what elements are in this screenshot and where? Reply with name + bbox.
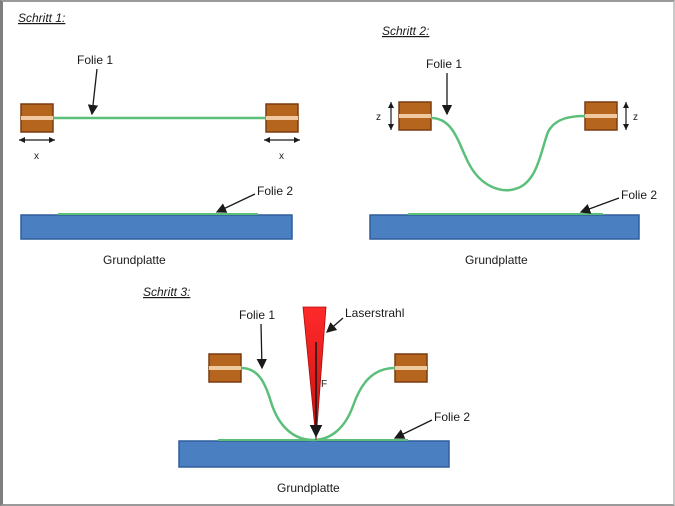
step-2-folie-2-label: Folie 2: [621, 188, 657, 202]
step-1-left-offset-arrow: [19, 137, 55, 143]
process-diagram: Schritt 1: Folie 1 x x Folie 2: [18, 11, 657, 495]
step-3-left-clamp: [208, 353, 242, 383]
step-2-left-clamp: [398, 101, 432, 131]
laser-label: Laserstrahl: [345, 306, 404, 320]
step-2-base-plate-label: Grundplatte: [465, 253, 528, 267]
step-1-folie-2-label: Folie 2: [257, 184, 293, 198]
step-3-title: Schritt 3:: [143, 285, 190, 299]
step-2-right-clamp: [584, 101, 618, 131]
step-3-folie-1-label: Folie 1: [239, 308, 275, 322]
laser-beam: [302, 306, 327, 441]
step-1-left-clamp: [20, 103, 54, 133]
step-3-right-clamp: [394, 353, 428, 383]
step-1-title: Schritt 1:: [18, 11, 65, 25]
step-2-right-offset-label: z: [633, 112, 638, 123]
step-3-base-plate-label: Grundplatte: [277, 481, 340, 495]
step-3-folie-1-pointer: [256, 323, 267, 370]
step-3-folie-2-label: Folie 2: [434, 410, 470, 424]
step-1-base-plate: [20, 214, 293, 240]
step-2-left-offset-label: z: [376, 112, 381, 123]
step-3-panel: Schritt 3: F Folie 1 Laserstrahl Folie 2…: [143, 285, 470, 495]
step-2-base-plate: [369, 214, 640, 240]
step-1-right-offset-arrow: [264, 137, 300, 143]
step-3-foil-1: [240, 366, 396, 442]
step-2-folie-2-pointer: [579, 197, 620, 214]
step-1-right-offset-label: x: [279, 151, 284, 162]
step-2-folie-1-label: Folie 1: [426, 57, 462, 71]
step-1-left-offset-label: x: [34, 151, 39, 162]
step-2-title: Schritt 2:: [382, 24, 429, 38]
force-label: F: [321, 379, 327, 390]
step-3-base-plate: [178, 440, 450, 468]
step-1-base-plate-label: Grundplatte: [103, 253, 166, 267]
step-1-folie-2-pointer: [215, 193, 256, 213]
step-2-left-offset-arrow: [388, 102, 394, 130]
step-1-folie-1-pointer: [87, 68, 99, 116]
step-2-panel: Schritt 2: Folie 1 z z Folie 2: [369, 24, 657, 267]
step-1-right-clamp: [265, 103, 299, 133]
step-1-panel: Schritt 1: Folie 1 x x Folie 2: [18, 11, 300, 267]
step-2-foil-1: [430, 114, 586, 192]
step-3-folie-2-pointer: [393, 419, 433, 439]
laser-pointer: [326, 317, 344, 333]
step-1-folie-1-label: Folie 1: [77, 53, 113, 67]
step-2-right-offset-arrow: [623, 102, 629, 130]
